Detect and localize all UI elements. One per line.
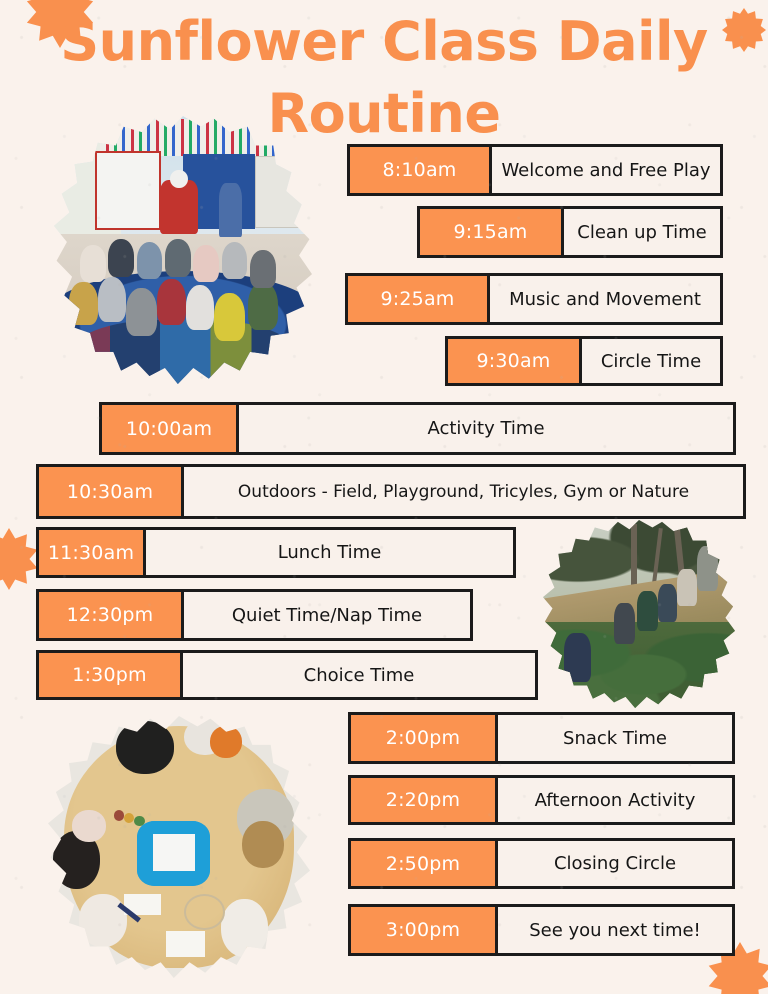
schedule-row[interactable]: 9:25am Music and Movement <box>345 273 723 325</box>
schedule-row[interactable]: 3:00pm See you next time! <box>348 904 735 956</box>
schedule-row[interactable]: 9:30am Circle Time <box>445 336 723 386</box>
schedule-activity: Afternoon Activity <box>498 775 735 825</box>
schedule-activity: Welcome and Free Play <box>492 144 723 196</box>
schedule-time: 1:30pm <box>36 650 183 700</box>
schedule-row[interactable]: 10:30am Outdoors - Field, Playground, Tr… <box>36 464 746 519</box>
schedule-row[interactable]: 9:15am Clean up Time <box>417 206 723 258</box>
schedule-time: 9:30am <box>445 336 582 386</box>
schedule-activity: See you next time! <box>498 904 735 956</box>
page-title-line-2: Routine <box>267 82 501 145</box>
schedule-time: 10:00am <box>99 402 239 455</box>
schedule-activity: Choice Time <box>183 650 538 700</box>
starburst-middle-left-icon <box>0 528 38 590</box>
schedule-activity: Activity Time <box>239 402 736 455</box>
schedule-time: 2:20pm <box>348 775 498 825</box>
schedule-activity: Clean up Time <box>564 206 723 258</box>
schedule-row[interactable]: 8:10am Welcome and Free Play <box>347 144 723 196</box>
classroom-circle-time-photo <box>54 116 312 384</box>
schedule-time: 2:50pm <box>348 838 498 889</box>
schedule-activity: Closing Circle <box>498 838 735 889</box>
schedule-time: 9:25am <box>345 273 490 325</box>
schedule-row[interactable]: 11:30am Lunch Time <box>36 527 516 578</box>
schedule-time: 12:30pm <box>36 589 184 641</box>
page-title: Sunflower Class Daily Routine <box>0 6 768 150</box>
page-title-line-1: Sunflower Class Daily <box>60 10 708 73</box>
schedule-activity: Music and Movement <box>490 273 723 325</box>
schedule-time: 9:15am <box>417 206 564 258</box>
schedule-activity: Lunch Time <box>146 527 516 578</box>
schedule-row[interactable]: 2:50pm Closing Circle <box>348 838 735 889</box>
schedule-time: 3:00pm <box>348 904 498 956</box>
outdoor-hike-photo <box>543 520 735 708</box>
schedule-time: 8:10am <box>347 144 492 196</box>
schedule-row[interactable]: 10:00am Activity Time <box>99 402 736 455</box>
schedule-row[interactable]: 1:30pm Choice Time <box>36 650 538 700</box>
schedule-time: 11:30am <box>36 527 146 578</box>
schedule-activity: Snack Time <box>498 712 735 764</box>
schedule-activity: Circle Time <box>582 336 723 386</box>
schedule-time: 10:30am <box>36 464 184 519</box>
schedule-activity: Outdoors - Field, Playground, Tricyles, … <box>184 464 746 519</box>
schedule-row[interactable]: 2:00pm Snack Time <box>348 712 735 764</box>
schedule-row[interactable]: 12:30pm Quiet Time/Nap Time <box>36 589 473 641</box>
schedule-activity: Quiet Time/Nap Time <box>184 589 473 641</box>
schedule-row[interactable]: 2:20pm Afternoon Activity <box>348 775 735 825</box>
table-art-activity-photo <box>48 716 310 978</box>
schedule-time: 2:00pm <box>348 712 498 764</box>
